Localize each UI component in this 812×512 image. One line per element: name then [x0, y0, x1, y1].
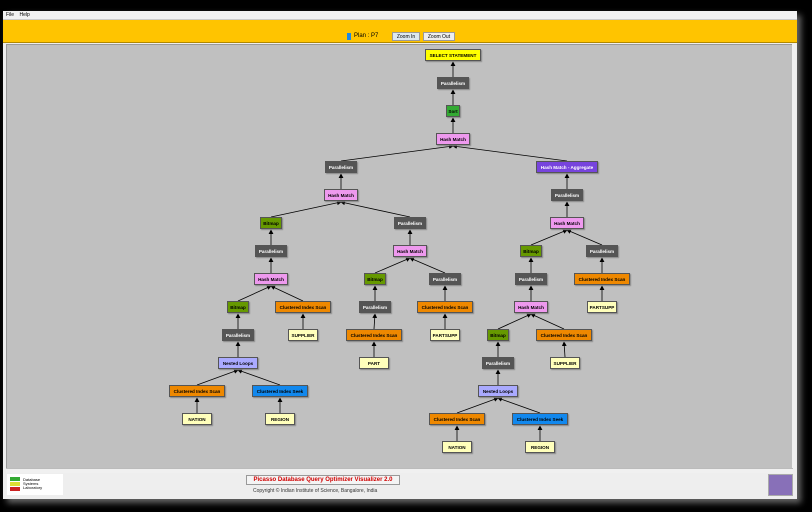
plan-edge — [340, 200, 411, 218]
plan-node-hash-match[interactable]: Hash Match — [514, 301, 548, 313]
app-window: File Help Plan : P7 Zoom In Zoom Out SEL… — [3, 11, 797, 499]
svg-text:Systems: Systems — [23, 481, 38, 486]
plan-node-hash-match[interactable]: Hash Match — [324, 189, 358, 201]
menu-help[interactable]: Help — [19, 12, 30, 18]
toolbar: Plan : P7 Zoom In Zoom Out — [3, 20, 797, 43]
plan-node-partsupp[interactable]: PARTSUPP — [587, 301, 617, 313]
plan-edge — [561, 341, 567, 358]
plan-edge — [497, 397, 541, 414]
plan-edge — [196, 369, 239, 386]
plan-node-parallelism[interactable]: Parallelism — [551, 189, 583, 201]
plan-node-clustered-index-scan[interactable]: Clustered Index Scan — [536, 329, 592, 341]
plan-node-clustered-index-scan[interactable]: Clustered Index Scan — [417, 301, 473, 313]
plan-edges — [194, 61, 605, 441]
vertical-scrollbar[interactable] — [792, 44, 796, 469]
plan-node-parallelism[interactable]: Parallelism — [394, 217, 426, 229]
plan-edge — [409, 257, 446, 274]
plan-node-supplier[interactable]: SUPPLIER — [288, 329, 318, 341]
plan-node-nation[interactable]: NATION — [442, 441, 472, 453]
plan-node-parallelism[interactable]: Parallelism — [255, 245, 287, 257]
plan-node-nested-loops[interactable]: Nested Loops — [218, 357, 258, 369]
plan-node-clustered-index-scan[interactable]: Clustered Index Scan — [169, 385, 225, 397]
plan-node-hash-match[interactable]: Hash Match — [254, 273, 288, 285]
plan-node-clustered-index-scan[interactable]: Clustered Index Scan — [574, 273, 630, 285]
plan-node-parallelism[interactable]: Parallelism — [586, 245, 618, 257]
plan-node-region[interactable]: REGION — [265, 413, 295, 425]
plan-edge — [270, 285, 304, 302]
plan-node-sort[interactable]: Sort — [446, 105, 460, 117]
plan-node-parallelism[interactable]: Parallelism — [325, 161, 357, 173]
plan-edge — [530, 229, 568, 246]
horizontal-scrollbar[interactable] — [6, 468, 793, 473]
plan-node-hash-match[interactable]: Hash Match — [436, 133, 470, 145]
plan-edge — [237, 369, 281, 386]
plan-node-part[interactable]: PART — [359, 357, 389, 369]
plan-node-parallelism[interactable]: Parallelism — [437, 77, 469, 89]
plan-node-supplier[interactable]: SUPPLIER — [550, 357, 580, 369]
zoom-in-button[interactable]: Zoom In — [392, 32, 420, 41]
plan-node-bitmap[interactable]: Bitmap — [227, 301, 249, 313]
plan-node-hash-match[interactable]: Hash Match — [550, 217, 584, 229]
plan-node-partsupp[interactable]: PARTSUPP — [430, 329, 460, 341]
plan-node-clustered-index-seek[interactable]: Clustered Index Seek — [512, 413, 568, 425]
plan-node-clustered-index-scan[interactable]: Clustered Index Scan — [429, 413, 485, 425]
plan-node-clustered-index-scan[interactable]: Clustered Index Scan — [346, 329, 402, 341]
plan-edge — [374, 257, 411, 274]
plan-node-bitmap[interactable]: Bitmap — [364, 273, 386, 285]
plan-node-parallelism[interactable]: Parallelism — [482, 357, 514, 369]
svg-text:Laboratory: Laboratory — [23, 485, 42, 490]
plan-edge — [566, 229, 603, 246]
plan-edge — [372, 313, 378, 330]
plan-node-region[interactable]: REGION — [525, 441, 555, 453]
zoom-out-button[interactable]: Zoom Out — [423, 32, 455, 41]
plan-node-bitmap[interactable]: Bitmap — [260, 217, 282, 229]
plan-edge — [456, 397, 499, 414]
plan-node-bitmap[interactable]: Bitmap — [487, 329, 509, 341]
plan-node-hash-match-aggregate[interactable]: Hash Match - Aggregate — [536, 161, 598, 173]
plan-node-nation[interactable]: NATION — [182, 413, 212, 425]
copyright-text: Copyright © Indian Institute of Science,… — [253, 488, 378, 494]
plan-node-parallelism[interactable]: Parallelism — [359, 301, 391, 313]
plan-node-parallelism[interactable]: Parallelism — [515, 273, 547, 285]
plan-label: Plan : P7 — [354, 33, 379, 39]
plan-node-parallelism[interactable]: Parallelism — [222, 329, 254, 341]
plan-node-clustered-index-seek[interactable]: Clustered Index Seek — [252, 385, 308, 397]
plan-node-clustered-index-scan[interactable]: Clustered Index Scan — [275, 301, 331, 313]
plan-node-parallelism[interactable]: Parallelism — [429, 273, 461, 285]
plan-edge — [340, 144, 454, 162]
plan-edge — [270, 200, 342, 218]
plan-edge — [530, 313, 565, 330]
plan-color-swatch — [347, 33, 351, 40]
menu-file[interactable]: File — [6, 12, 15, 18]
menu-bar: File Help — [3, 11, 797, 20]
plan-edge — [497, 313, 532, 330]
plan-edge — [452, 144, 568, 162]
plan-edge — [237, 285, 272, 302]
plan-node-select-statement[interactable]: SELECT STATEMENT — [425, 49, 481, 61]
app-title-button[interactable]: Picasso Database Query Optimizer Visuali… — [246, 475, 400, 485]
iisc-logo — [768, 474, 793, 496]
svg-text:Database: Database — [23, 477, 41, 482]
plan-node-hash-match[interactable]: Hash Match — [393, 245, 427, 257]
plan-node-bitmap[interactable]: Bitmap — [520, 245, 542, 257]
plan-node-nested-loops[interactable]: Nested Loops — [478, 385, 518, 397]
